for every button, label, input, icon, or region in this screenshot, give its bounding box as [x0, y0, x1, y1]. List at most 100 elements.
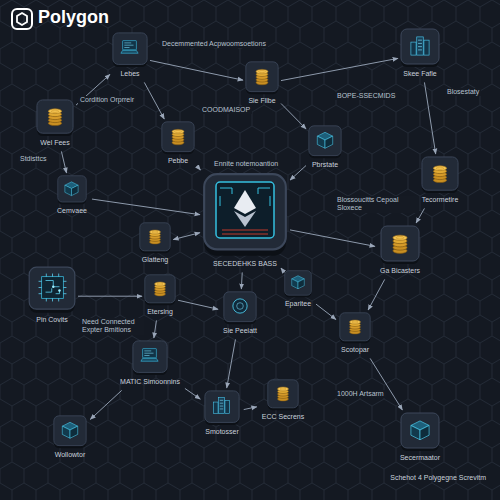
node-label: Cemvaee [57, 207, 87, 215]
icon-tile: Cemvaee [54, 175, 90, 217]
connector-arrow [92, 199, 200, 215]
connector-arrow [316, 304, 336, 319]
tile [54, 416, 86, 448]
coin-stack [172, 129, 184, 144]
node-label: Smotosser [205, 428, 238, 436]
cube-icon [292, 276, 305, 289]
annotation-label: Ennite notemoantion [212, 160, 280, 168]
connector-arrow [178, 300, 218, 309]
icon-tile: MATIC Simoonnins [117, 340, 183, 388]
tile [205, 391, 239, 425]
connector-group [61, 58, 435, 419]
coin-stack [155, 282, 166, 296]
icon-tile: Pebbe [161, 121, 195, 167]
icon-tile: Pbrstate [308, 125, 342, 171]
coin-stack [256, 69, 268, 84]
connector-arrow [90, 390, 121, 419]
node-label: Lebes [120, 70, 139, 78]
cube-icon [62, 422, 77, 438]
tile [246, 62, 278, 94]
connector-arrow [197, 166, 200, 170]
connector-arrow [185, 388, 200, 399]
connector-arrow [290, 166, 306, 181]
tile [140, 223, 170, 253]
connector-arrow [61, 151, 66, 173]
coin-stack [48, 109, 61, 126]
connector-arrow [281, 268, 284, 272]
connector-arrow [244, 407, 257, 410]
building-icon [411, 37, 429, 55]
tile [401, 413, 439, 451]
icon-tile: Ga Bicasters [377, 225, 423, 277]
node-label: Glatteng [142, 256, 168, 264]
tile [224, 292, 256, 324]
cube-icon [411, 421, 429, 440]
tile [145, 275, 175, 305]
node-label: Pbrstate [312, 161, 338, 169]
icon-tile: Skee Fafle [400, 28, 440, 80]
building-icon [213, 397, 229, 413]
connector-arrow [370, 358, 402, 410]
node-label: Eparitee [285, 300, 311, 308]
icon-tile: Etersing [144, 274, 176, 318]
icon-tile: Sie Peeiatt [220, 291, 260, 337]
icon-tile: Wollowtor [52, 415, 89, 461]
tile [58, 176, 87, 205]
connector-arrow [281, 58, 398, 80]
annotation-label: BOPE-SSECMIDS [335, 92, 397, 100]
logo-frame [12, 9, 32, 29]
caption: Schehot 4 Polygegne Screvitm [390, 474, 486, 481]
node-label: Wel Fees [40, 139, 69, 147]
icon-tile: Secermaator [397, 412, 443, 464]
connector-arrow [368, 279, 385, 310]
node-label: SECEDEHKS BASS [213, 260, 277, 268]
cube-icon [65, 182, 78, 196]
node-label: ECC Secrens [262, 413, 304, 421]
node-label: Secermaator [400, 454, 440, 462]
icon-tile: Smotosser [202, 390, 241, 438]
platform-red-lines [222, 230, 268, 234]
annotation-label: Cordition Orprreir [78, 96, 136, 104]
tile [422, 157, 458, 193]
tile [29, 267, 75, 313]
connector-arrow [154, 320, 157, 338]
tile [309, 126, 341, 158]
coin-stack [278, 387, 289, 401]
node-label: Pebbe [168, 157, 188, 165]
tile [401, 29, 439, 67]
platform-frame [216, 182, 274, 238]
tile [381, 226, 419, 264]
annotation-label: Decemmented Acpwoomsoetions [160, 40, 268, 48]
connector-arrow [281, 103, 306, 128]
icon-tile: SECEDEHKS BASS [202, 172, 288, 270]
connector-arrow [144, 82, 164, 119]
circuit-icon [39, 274, 67, 302]
eth-bottom [234, 211, 256, 227]
connector-arrow [78, 296, 142, 297]
icon-tile: Lebes [112, 32, 148, 80]
annotation-label: 1000H Artsarm [335, 390, 386, 398]
node-label: Pin Covits [36, 316, 68, 324]
node-label: Sie Peeiatt [223, 327, 257, 335]
icon-tile: Glatteng [139, 222, 171, 266]
node-label: Skee Fafle [403, 70, 436, 78]
ring-icon [233, 299, 247, 313]
icon-tile: Sie Fllbe [245, 61, 279, 107]
tile [133, 341, 167, 375]
coin-stack [150, 230, 161, 244]
node-label: MATIC Simoonnins [120, 378, 180, 386]
tile [113, 33, 147, 67]
tile [340, 313, 370, 343]
node-label: Scotopar [341, 346, 369, 354]
connector-arrow [173, 233, 200, 240]
node-label: Wollowtor [55, 451, 86, 459]
annotation-label: Stdisttcs [18, 155, 48, 163]
node-label: Ga Bicasters [380, 267, 420, 275]
logo-hex [17, 13, 27, 25]
laptop-icon [141, 349, 158, 362]
connector-arrow [227, 339, 236, 388]
connector-arrow [241, 272, 243, 289]
eth-top [234, 190, 256, 214]
